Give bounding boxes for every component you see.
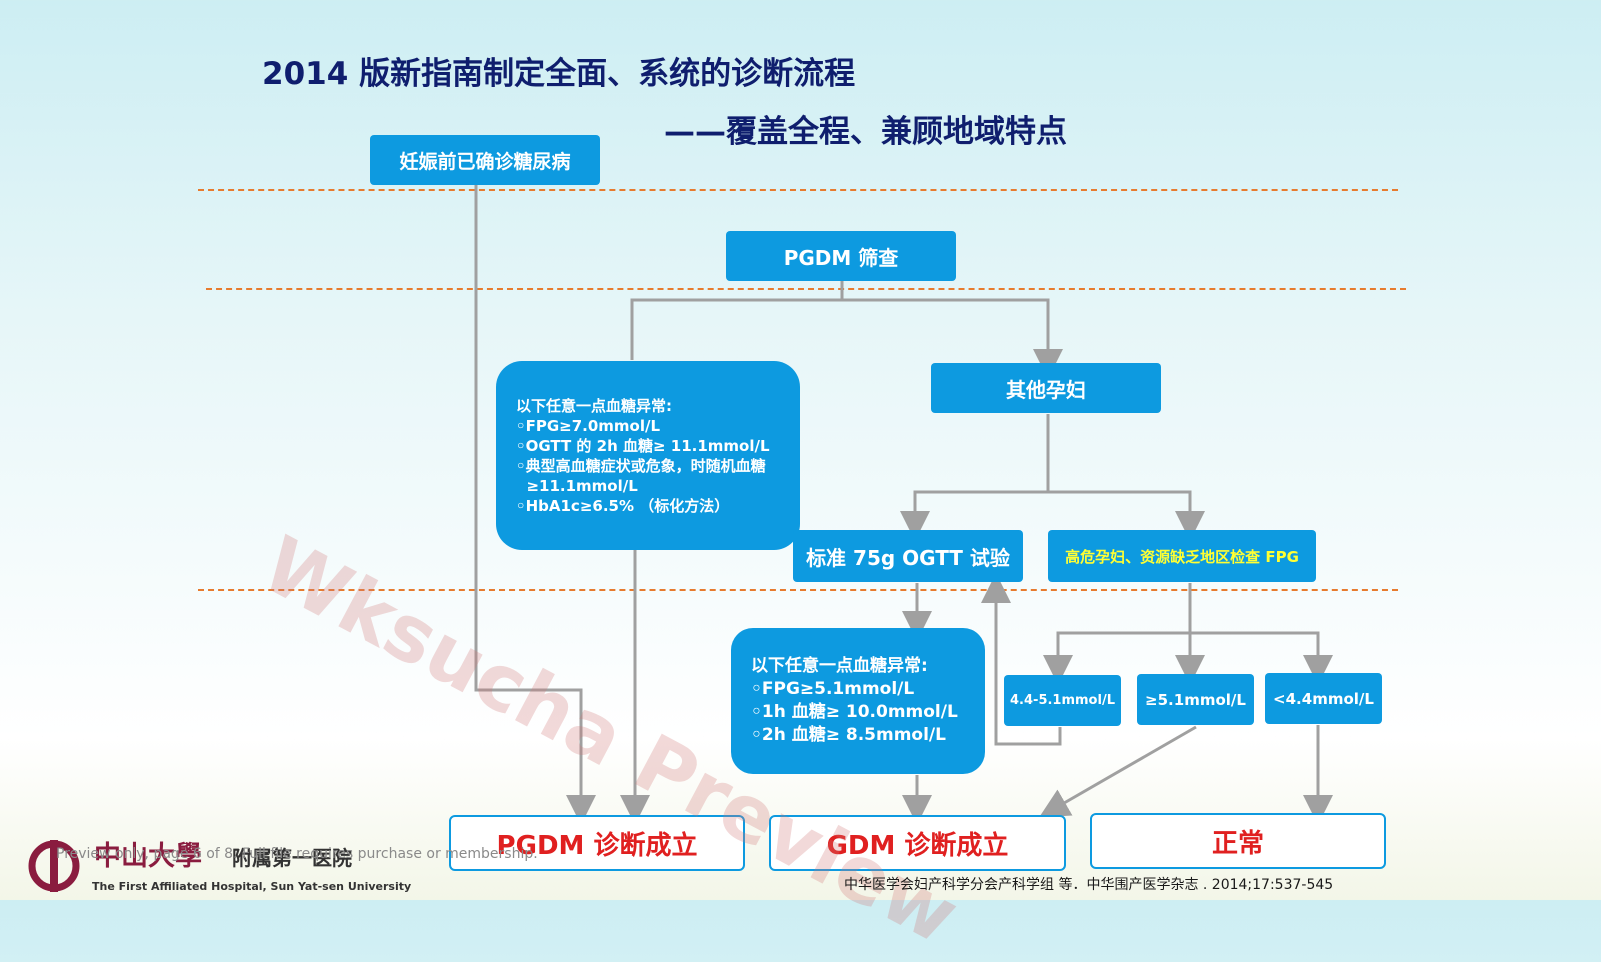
connector-fpg-split — [1043, 583, 1192, 685]
gdm-criteria-box: 以下任意一点血糖异常: ◦FPG≥5.1mmol/L ◦1h 血糖≥ 10.0m… — [731, 628, 985, 774]
fpg-mid-box: 4.4-5.1mmol/L — [1004, 675, 1121, 726]
divider-2 — [206, 288, 1406, 290]
page-subtitle: ——覆盖全程、兼顾地域特点 — [664, 114, 1067, 150]
connector-screen-to-other — [842, 298, 1063, 379]
connector-other-split — [900, 414, 1050, 541]
pgdm-criteria-box: 以下任意一点血糖异常: ◦FPG≥7.0mmol/L ◦OGTT 的 2h 血糖… — [496, 361, 800, 550]
normal-outcome-box: 正常 — [1090, 813, 1386, 869]
gdm-criteria-item: ◦FPG≥5.1mmol/L — [751, 679, 915, 699]
pgdm-criteria-item: ≥11.1mmol/L — [516, 476, 638, 495]
connector-high-to-gdm — [1039, 725, 1197, 818]
connector-pre-to-pgdm — [474, 184, 596, 825]
divider-1 — [198, 189, 1398, 191]
logo-hospital-cn: 附属第一医院 — [232, 846, 352, 870]
page-title: 2014 版新指南制定全面、系统的诊断流程 — [262, 56, 856, 92]
ogtt-box: 标准 75g OGTT 试验 — [793, 530, 1023, 582]
flow-connectors — [474, 184, 1333, 825]
pgdm-criteria-item: ◦OGTT 的 2h 血糖≥ 11.1mmol/L — [516, 436, 770, 455]
hospital-logo: 中山大學 附属第一医院 The First Affiliated Hospita… — [18, 830, 418, 900]
connector-mid-to-ogtt — [981, 573, 1062, 746]
connector-fpg-to-low — [1190, 631, 1333, 685]
pgdm-criteria-item: ◦典型高血糖症状或危象，时随机血糖 — [516, 456, 766, 475]
pgdm-screening-box: PGDM 筛查 — [726, 231, 956, 281]
preview-note: Preview only, page 6 of 8. Full file req… — [56, 846, 538, 862]
pre-pregnancy-diabetes-box: 妊娠前已确诊糖尿病 — [370, 135, 600, 185]
fpg-high-box: ≥5.1mmol/L — [1137, 674, 1254, 725]
pgdm-criteria-heading: 以下任意一点血糖异常: — [516, 396, 672, 415]
other-pregnant-box: 其他孕妇 — [931, 363, 1161, 413]
gdm-criteria-heading: 以下任意一点血糖异常: — [751, 656, 928, 676]
connector-other-to-fpg — [1048, 490, 1205, 541]
logo-emblem-icon — [28, 840, 80, 892]
connector-screen-split — [630, 280, 844, 360]
divider-3 — [198, 589, 1398, 591]
gdm-diagnosis-box: GDM 诊断成立 — [769, 815, 1066, 871]
logo-name-en: The First Affiliated Hospital, Sun Yat-s… — [92, 880, 412, 893]
gdm-criteria-item: ◦1h 血糖≥ 10.0mmol/L — [751, 702, 958, 722]
pgdm-diagnosis-box: PGDM 诊断成立 — [449, 815, 745, 871]
fpg-low-box: <4.4mmol/L — [1265, 673, 1382, 724]
pgdm-criteria-item: ◦FPG≥7.0mmol/L — [516, 416, 661, 435]
citation: 中华医学会妇产科学分会产科学组 等．中华围产医学杂志 . 2014;17:537… — [844, 877, 1334, 893]
logo-name-cn: 中山大學 — [94, 841, 202, 872]
pgdm-criteria-item: ◦HbA1c≥6.5% （标化方法） — [516, 496, 730, 515]
fpg-check-box: 高危孕妇、资源缺乏地区检查 FPG — [1048, 530, 1316, 582]
gdm-criteria-item: ◦2h 血糖≥ 8.5mmol/L — [751, 725, 946, 745]
